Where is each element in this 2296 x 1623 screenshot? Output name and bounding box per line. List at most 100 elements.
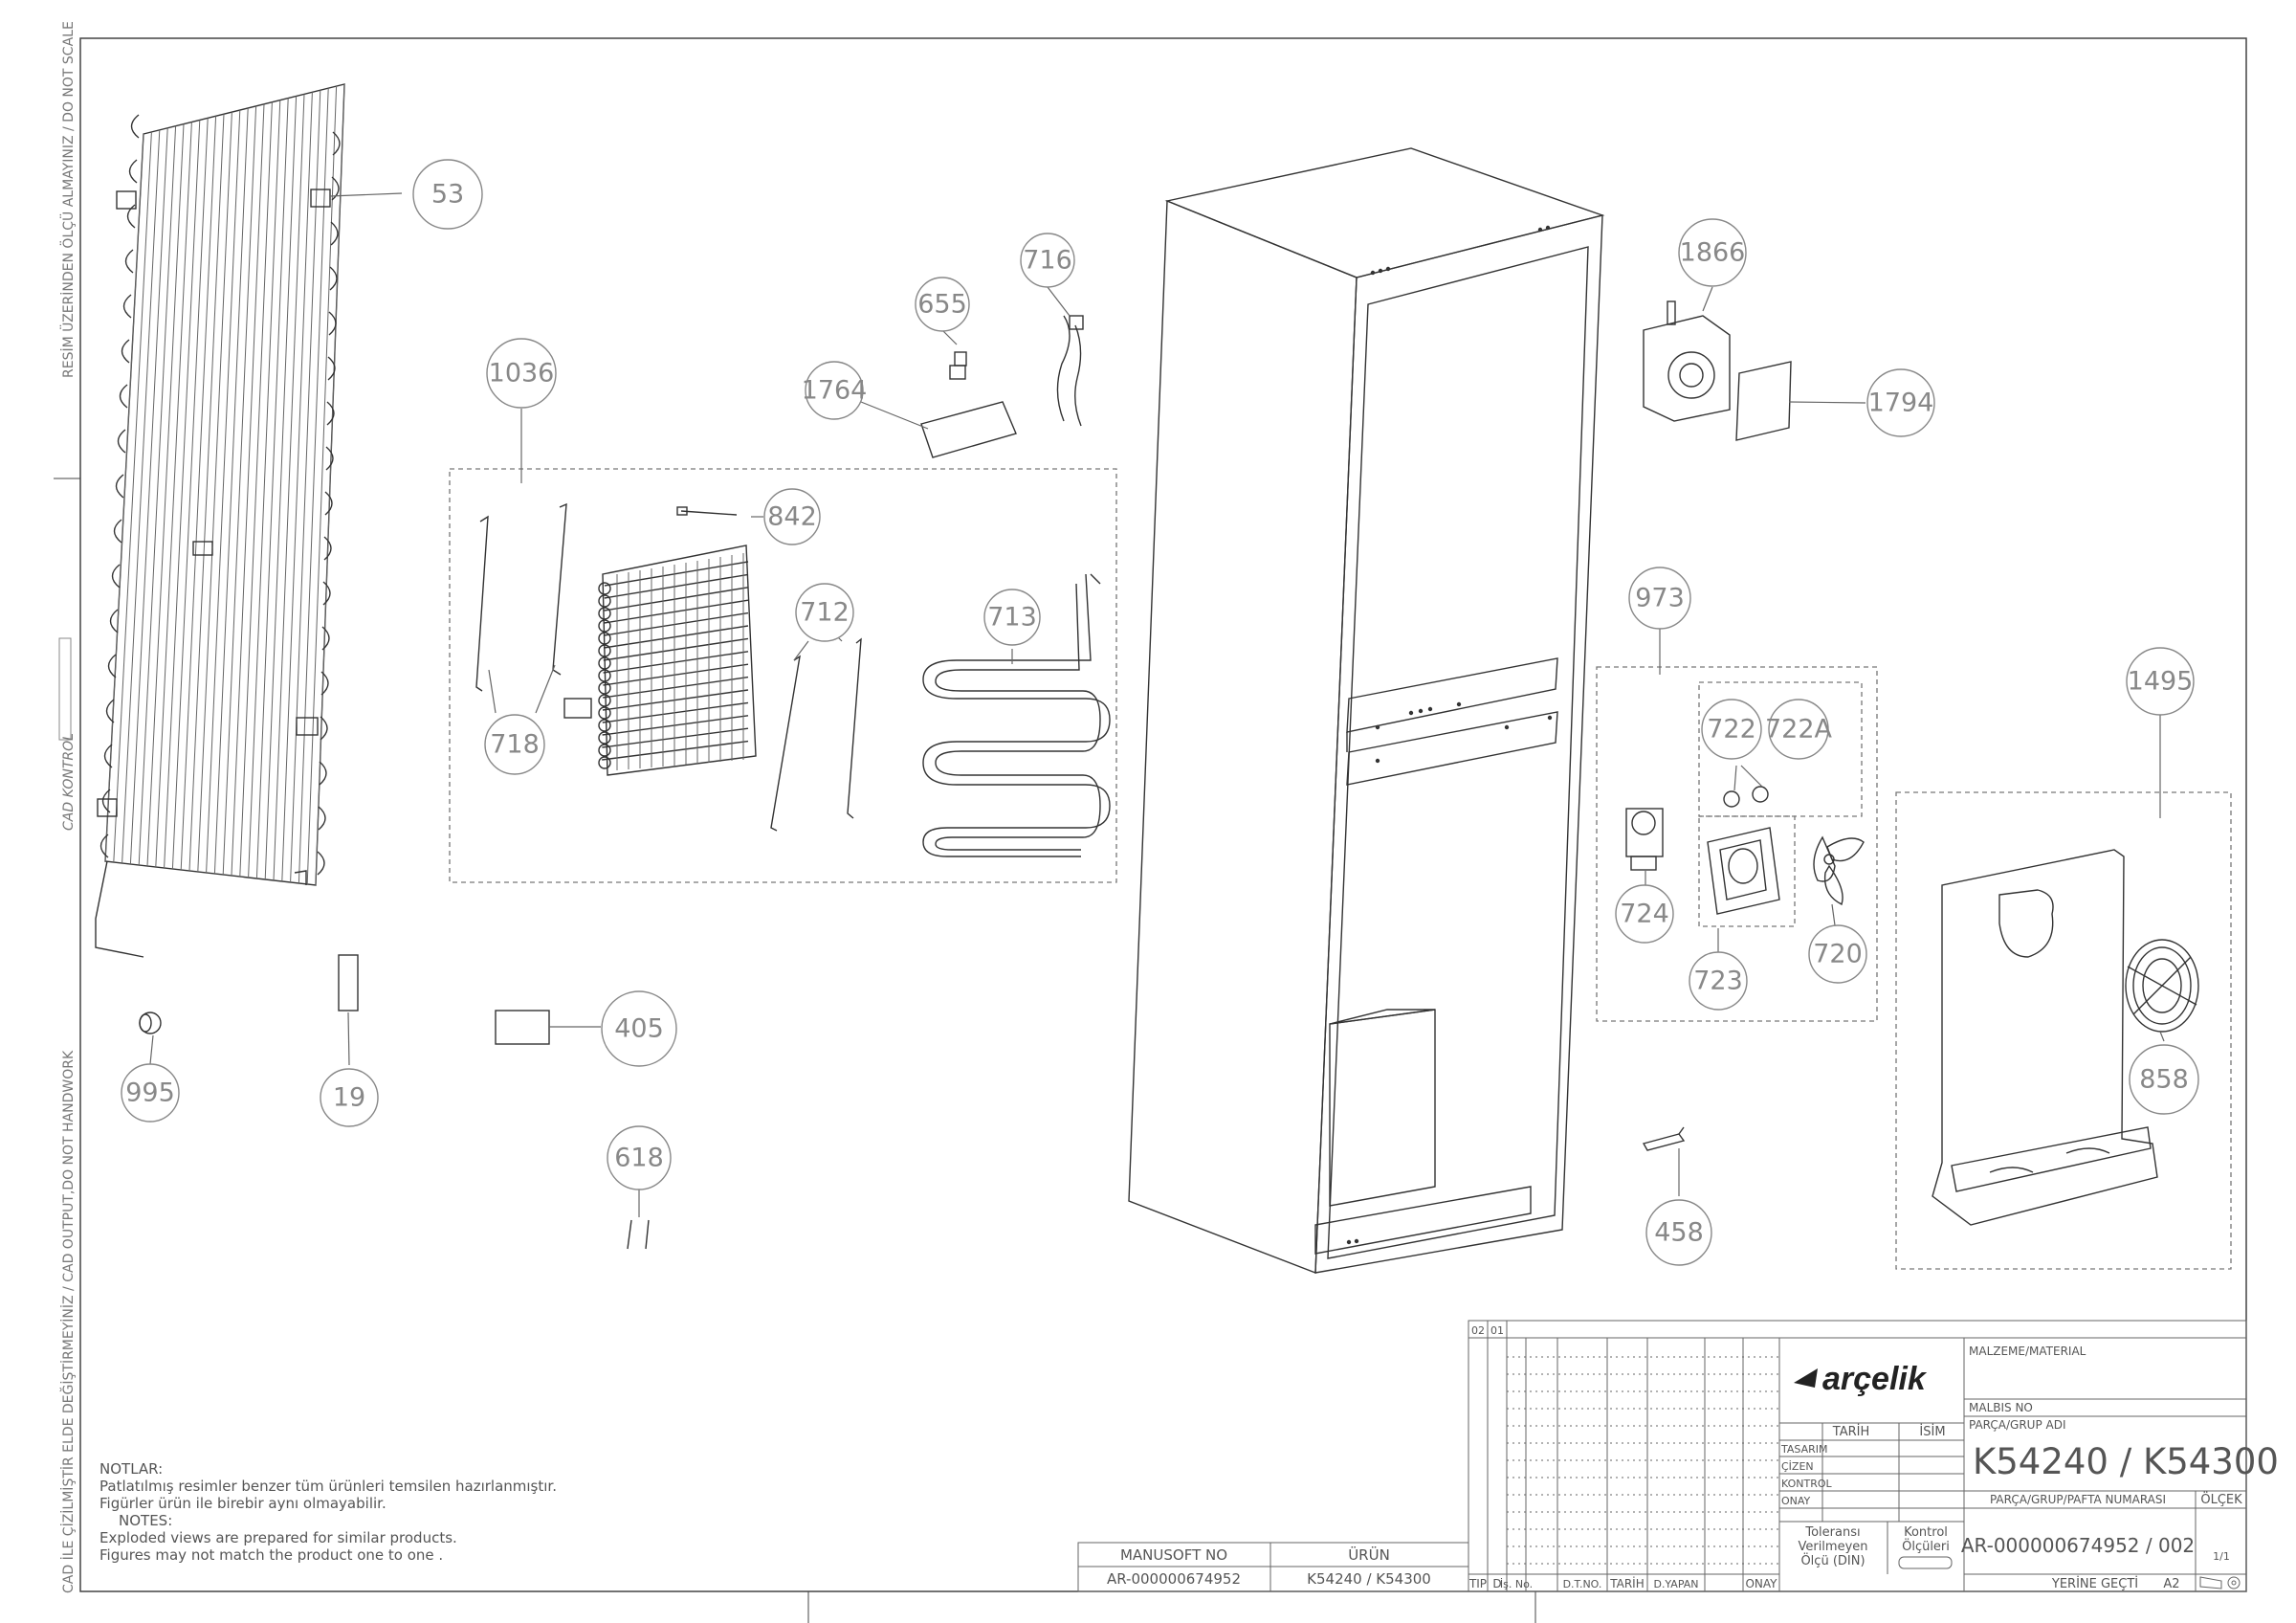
notes-en-line1: Exploded views are prepared for similar …	[99, 1529, 457, 1546]
notes-en-heading: NOTES:	[119, 1512, 172, 1529]
rev-col-02: 02	[1471, 1324, 1485, 1337]
callout-718: 718	[484, 714, 545, 775]
callout-716: 716	[1020, 233, 1075, 288]
bottom-header: TIP	[1468, 1577, 1487, 1590]
callout-618: 618	[607, 1125, 672, 1190]
callout-720: 720	[1808, 924, 1867, 984]
callout-label: 1495	[2128, 667, 2194, 697]
callout-1794: 1794	[1866, 368, 1935, 437]
callout-713: 713	[983, 589, 1041, 646]
callout-label: 713	[987, 603, 1037, 633]
callout-label: 716	[1023, 246, 1072, 276]
notes-tr-line2: Figürler ürün ile birebir aynı olmayabil…	[99, 1495, 386, 1512]
mount-wires-712	[770, 637, 862, 832]
callout-label: 53	[431, 180, 464, 210]
callout-722A: 722A	[1765, 699, 1833, 760]
manusoft-no-label: MANUSOFT NO	[1120, 1546, 1227, 1564]
callout-label: 973	[1635, 584, 1685, 613]
callout-858: 858	[2129, 1044, 2199, 1115]
callout-995: 995	[121, 1063, 180, 1123]
fan-cover-1866	[1643, 300, 1731, 422]
mount-wires-718	[475, 502, 567, 692]
fan-plate-1794	[1735, 361, 1792, 441]
wire-condenser-coil	[563, 545, 757, 776]
role-label: TASARIM	[1780, 1443, 1827, 1456]
callout-label: 712	[800, 598, 850, 628]
part-716-drain-tube	[1056, 315, 1084, 427]
control-line1: Kontrol	[1904, 1525, 1948, 1540]
side-check-box	[58, 637, 72, 741]
bottom-header: D.T.NO.	[1563, 1578, 1602, 1590]
callout-1036: 1036	[486, 338, 557, 409]
product-value: K54240 / K54300	[1307, 1570, 1431, 1588]
callout-724: 724	[1615, 884, 1674, 944]
notes-tr-heading: NOTLAR:	[99, 1460, 163, 1478]
callout-53: 53	[412, 159, 483, 230]
callout-label: 1866	[1680, 238, 1746, 268]
callout-label: 722A	[1765, 715, 1833, 745]
tolerance-line1: Toleransı	[1804, 1525, 1860, 1540]
motor-subgroup-box	[1698, 815, 1796, 927]
back-panel-group-box	[1895, 791, 2232, 1270]
condenser-group-box	[449, 468, 1117, 883]
part-618-screws	[627, 1219, 650, 1250]
callout-1495: 1495	[2126, 647, 2195, 716]
bottom-header: ONAY	[1745, 1577, 1777, 1590]
fan-bracket-723	[1707, 827, 1780, 915]
callout-1764: 1764	[802, 361, 867, 420]
brand-mark-icon	[1794, 1368, 1818, 1388]
sheet-number: 1/1	[2213, 1550, 2230, 1563]
callout-label: 718	[490, 730, 540, 760]
bottom-header: İş. No.	[1500, 1578, 1533, 1590]
replaces-label: YERİNE GEÇTİ	[2051, 1576, 2138, 1591]
callout-label: 405	[614, 1014, 664, 1044]
fan-group-box	[1596, 666, 1878, 1022]
product-name: K54240 / K54300	[1973, 1441, 2279, 1482]
drawing-notes: NOTLAR: Patlatılmış resimler benzer tüm …	[99, 1460, 557, 1564]
part-655-fitting	[949, 351, 967, 380]
projection-symbol-icon	[2199, 1576, 2241, 1590]
malbis-label: MALBIS NO	[1969, 1401, 2033, 1414]
back-panel-1495	[1932, 849, 2158, 1226]
serpentine-heater	[922, 573, 1111, 857]
callout-label: 1036	[489, 359, 555, 389]
callout-1866: 1866	[1678, 218, 1747, 287]
pafta-label: PARÇA/GRUP/PAFTA NUMARASI	[1990, 1493, 2166, 1506]
bottom-header: D	[1492, 1577, 1501, 1590]
rev-col-01: 01	[1490, 1324, 1504, 1337]
callout-458: 458	[1645, 1199, 1712, 1266]
callout-405: 405	[601, 990, 677, 1067]
callout-655: 655	[915, 277, 970, 332]
sheet-size: A2	[2163, 1577, 2179, 1591]
callout-973: 973	[1628, 567, 1691, 630]
drawing-frame	[79, 37, 2247, 1592]
bottom-header: TARİH	[1609, 1576, 1645, 1590]
part-1764-pad	[920, 401, 1017, 458]
tolerance-line3: Ölçü (DIN)	[1800, 1552, 1865, 1568]
callout-bubbles: 53 1036 842 712 713 718 655 716 1764 1866 1794 973 7…	[121, 159, 2199, 1266]
date-head: TARİH	[1832, 1424, 1869, 1439]
callout-842: 842	[763, 488, 821, 545]
brand-logo: arçelik	[1822, 1361, 1928, 1397]
callout-723: 723	[1689, 951, 1748, 1011]
part-405-label	[495, 1010, 550, 1045]
product-label: ÜRÜN	[1348, 1545, 1390, 1564]
part-19-label	[338, 954, 359, 1012]
notes-tr-line1: Patlatılmış resimler benzer tüm ürünleri…	[99, 1478, 557, 1495]
material-label: MALZEME/MATERIAL	[1969, 1345, 2086, 1358]
side-text-bottom: CAD İLE ÇİZİLMİŞTİR ELDE DEĞİŞTİRMEYİNİZ…	[59, 1050, 77, 1593]
mini-fans-722	[1723, 786, 1769, 808]
side-text-middle: CAD KONTROL	[61, 733, 77, 831]
part-number: AR-000000674952 / 002	[1961, 1534, 2195, 1557]
callout-label: 995	[125, 1078, 175, 1108]
leader-lines	[149, 192, 2165, 1217]
part-458-bracket	[1642, 1126, 1686, 1151]
name-head: İSİM	[1919, 1424, 1945, 1439]
tolerance-line2: Verilmeyen	[1798, 1540, 1867, 1554]
manusoft-block: MANUSOFT NO ÜRÜN AR-000000674952 K54240 …	[1077, 1542, 1469, 1592]
callout-label: 1794	[1868, 389, 1934, 418]
role-label: ÇİZEN	[1781, 1460, 1814, 1473]
callout-label: 724	[1620, 900, 1669, 929]
callout-label: 618	[614, 1144, 664, 1173]
